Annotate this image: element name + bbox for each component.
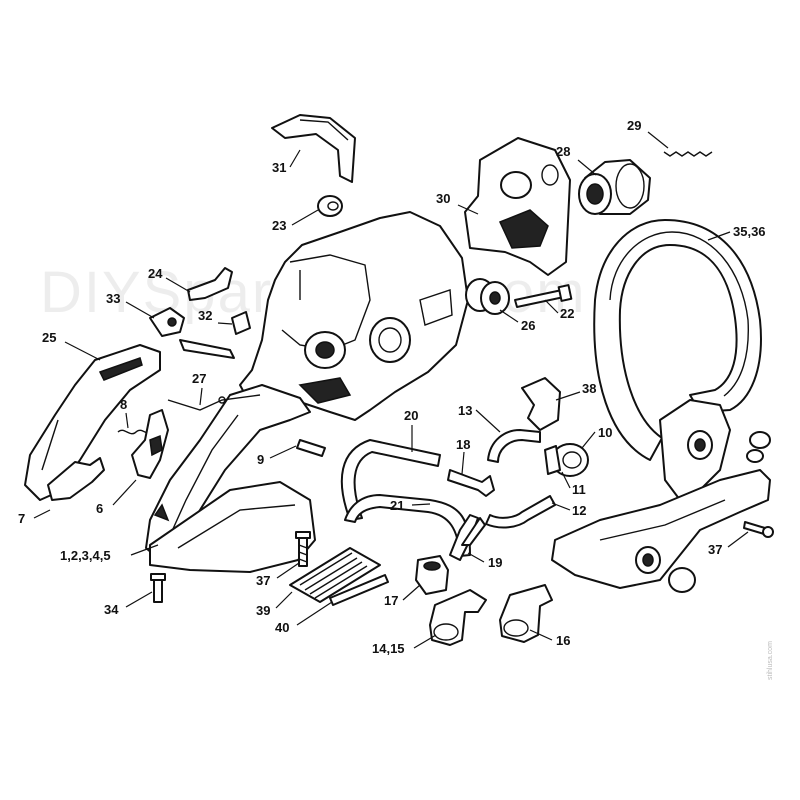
part-16-clamp xyxy=(499,584,553,643)
part-29-spring xyxy=(663,151,713,157)
part-14-clamp xyxy=(429,589,487,646)
main-housing xyxy=(239,211,469,421)
label-24: 24 xyxy=(148,266,163,281)
part-6-throttle-trigger xyxy=(131,409,169,479)
label-27: 27 xyxy=(192,371,206,386)
part-1-rear-handle-tank xyxy=(145,384,316,573)
label-32: 32 xyxy=(198,308,212,323)
part-13-hose xyxy=(487,429,541,463)
label-25: 25 xyxy=(42,330,56,345)
label-23: 23 xyxy=(272,218,286,233)
part-32-clip xyxy=(231,311,251,335)
label-8: 8 xyxy=(120,397,127,412)
part-30-shroud xyxy=(464,137,571,276)
part-26-buffer xyxy=(465,278,510,315)
label-19: 19 xyxy=(488,555,502,570)
part-17-filter xyxy=(415,555,449,595)
label-18: 18 xyxy=(456,437,470,452)
label-13: 13 xyxy=(458,403,472,418)
part-labels: 1,2,3,4,5 6 7 8 9 10 11 12 13 14,15 16 1… xyxy=(18,118,766,656)
leader-lines xyxy=(33,131,749,649)
label-22: 22 xyxy=(560,306,574,321)
part-27-throttle-rod xyxy=(167,394,261,411)
label-33: 33 xyxy=(106,291,120,306)
label-10: 10 xyxy=(598,425,612,440)
part-18-fitting xyxy=(447,469,495,497)
label-37-right: 37 xyxy=(708,542,722,557)
label-30: 30 xyxy=(436,191,450,206)
label-21: 21 xyxy=(390,498,404,513)
label-11: 11 xyxy=(572,482,586,497)
label-34: 34 xyxy=(104,602,119,617)
part-34-screw xyxy=(150,573,166,603)
part-22-bolt xyxy=(514,284,573,308)
label-31: 31 xyxy=(272,160,286,175)
part-39-plate xyxy=(289,547,381,603)
label-17: 17 xyxy=(384,593,398,608)
part-37-plug xyxy=(668,567,696,593)
label-6: 6 xyxy=(96,501,103,516)
part-7-interlock xyxy=(47,457,105,501)
label-1-5: 1,2,3,4,5 xyxy=(60,548,111,563)
label-14-15: 14,15 xyxy=(372,641,405,656)
part-12-hose xyxy=(485,495,556,529)
part-24-lever xyxy=(187,267,233,301)
label-9: 9 xyxy=(257,452,264,467)
part-38-bracket xyxy=(521,377,561,431)
credit-text: stihlusa.com xyxy=(767,641,774,680)
label-38: 38 xyxy=(582,381,596,396)
part-31-cover-plate xyxy=(271,114,356,183)
label-20: 20 xyxy=(404,408,418,423)
part-37-screw-right xyxy=(743,521,774,538)
label-16: 16 xyxy=(556,633,570,648)
label-26: 26 xyxy=(521,318,535,333)
part-37-screw-left xyxy=(295,531,311,567)
label-7: 7 xyxy=(18,511,25,526)
front-base xyxy=(551,431,771,589)
fuel-hoses xyxy=(340,439,486,561)
part-35-front-handle xyxy=(593,219,762,501)
label-40: 40 xyxy=(275,620,289,635)
part-28-intake-boot xyxy=(578,159,651,215)
part-9-pin xyxy=(296,439,326,457)
label-12: 12 xyxy=(572,503,586,518)
part-23-grommet xyxy=(317,195,343,217)
label-35-36: 35,36 xyxy=(733,224,766,239)
label-28: 28 xyxy=(556,144,570,159)
part-33-choke-lever xyxy=(149,307,235,359)
label-37-left: 37 xyxy=(256,573,270,588)
label-39: 39 xyxy=(256,603,270,618)
label-29: 29 xyxy=(627,118,641,133)
part-10-valve xyxy=(544,443,589,477)
